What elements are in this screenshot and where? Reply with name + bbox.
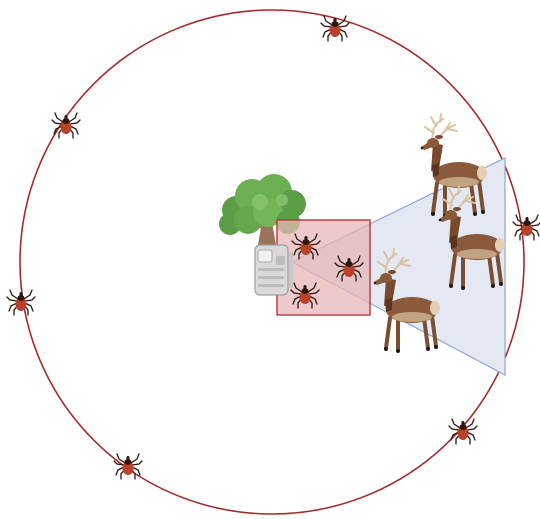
tick-icon [449, 419, 477, 444]
tick-icon [7, 290, 35, 315]
camera-trap-icon [255, 245, 293, 295]
tick-icon [52, 113, 80, 138]
tick-icon [321, 16, 349, 41]
tick-icon [513, 215, 540, 240]
